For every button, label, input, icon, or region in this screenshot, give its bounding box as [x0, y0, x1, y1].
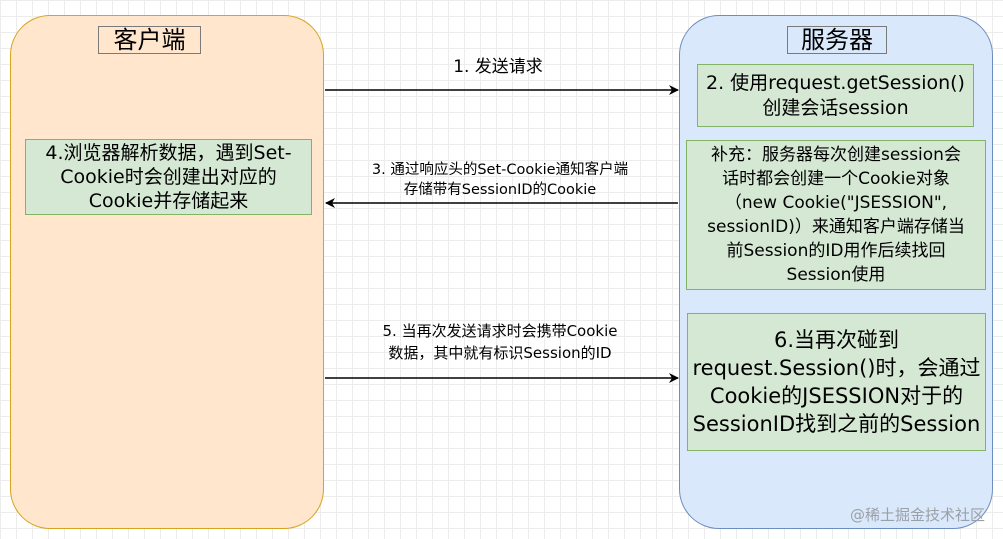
client-lane-title: 客户端 [98, 26, 201, 54]
find-session-line: SessionID找到之前的Session [692, 412, 981, 436]
parse-data-line: Cookie并存储起来 [88, 190, 249, 212]
client-lane [10, 15, 324, 529]
create-session-line: 2. 使用request.getSession() [706, 71, 965, 94]
supplement-note-box: 补充：服务器每次创建session会 话时都会创建一个Cookie对象 （new… [686, 140, 986, 290]
set-cookie-label-line: 3. 通过响应头的Set-Cookie通知客户端 [371, 162, 629, 178]
supplement-line: （new Cookie("JSESSION", [724, 193, 948, 213]
send-request-label: 1. 发送请求 [453, 57, 543, 77]
find-session-box: 6.当再次碰到 request.Session()时，会通过 Cookie的JS… [687, 313, 986, 451]
create-session-line: 创建会话session [762, 96, 909, 119]
supplement-line: sessionID)）来通知客户端存储当 [707, 217, 965, 237]
find-session-line: Cookie的JSESSION对于的 [709, 384, 964, 408]
parse-data-line: 4.浏览器解析数据，遇到Set- [45, 142, 292, 164]
find-session-line: 6.当再次碰到 [773, 328, 900, 352]
parse-data-line: Cookie时会创建出对应的 [60, 166, 277, 188]
resend-label-line: 5. 当再次发送请求时会携带Cookie [382, 322, 618, 340]
create-session-box: 2. 使用request.getSession() 创建会话session [697, 64, 974, 127]
server-lane-title: 服务器 [787, 26, 887, 54]
resend-label-line: 数据，其中就有标识Session的ID [388, 344, 612, 362]
set-cookie-label-line: 存储带有SessionID的Cookie [403, 182, 597, 198]
watermark: @稀土掘金技术社区 [849, 506, 985, 524]
set-cookie-label: 3. 通过响应头的Set-Cookie通知客户端 存储带有SessionID的C… [335, 160, 665, 200]
find-session-line: request.Session()时，会通过 [692, 356, 981, 380]
supplement-line: Session使用 [786, 265, 886, 285]
supplement-line: 前Session的ID用作后续找回 [726, 241, 946, 261]
resend-label: 5. 当再次发送请求时会携带Cookie 数据，其中就有标识Session的ID [335, 320, 665, 364]
supplement-line: 补充：服务器每次创建session会 [711, 145, 961, 165]
supplement-line: 话时都会创建一个Cookie对象 [722, 169, 950, 189]
parse-data-box: 4.浏览器解析数据，遇到Set- Cookie时会创建出对应的 Cookie并存… [25, 139, 312, 215]
